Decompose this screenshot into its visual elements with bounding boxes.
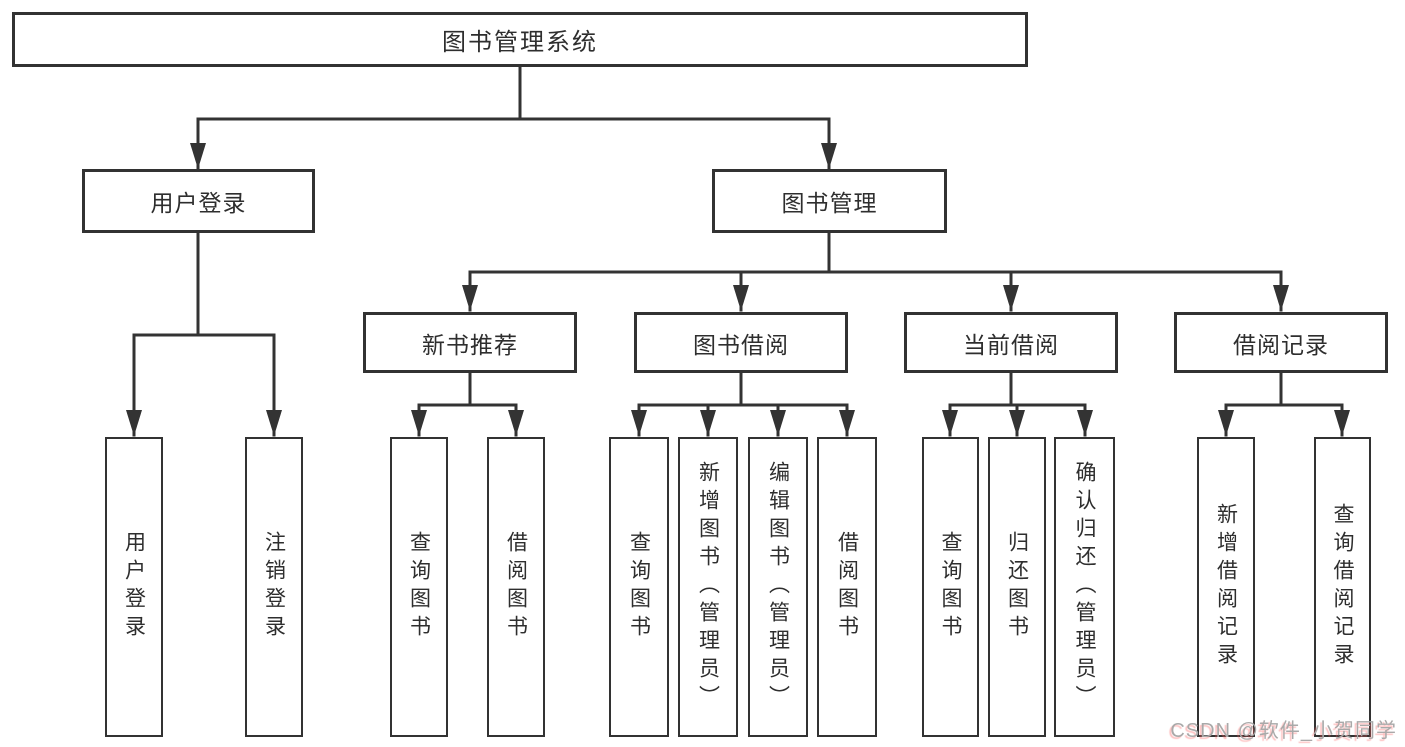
node-current-borrow: 当前借阅 bbox=[904, 312, 1118, 373]
leaf-query-borrow-record: 查询借阅记录 bbox=[1314, 437, 1371, 737]
leaf-add-book-admin-label: 新增图书（管理员） bbox=[696, 461, 720, 713]
leaf-edit-book-admin: 编辑图书（管理员） bbox=[748, 437, 808, 737]
node-book-borrow-label: 图书借阅 bbox=[693, 331, 789, 358]
leaf-confirm-return-admin-label: 确认归还（管理员） bbox=[1073, 461, 1096, 713]
node-book-management: 图书管理 bbox=[712, 169, 947, 233]
leaf-query-borrow-record-label: 查询借阅记录 bbox=[1331, 503, 1354, 671]
leaf-return-book-label: 归还图书 bbox=[1005, 531, 1029, 643]
node-user-login-label: 用户登录 bbox=[150, 190, 247, 216]
leaf-logout-login: 注销登录 bbox=[245, 437, 303, 737]
leaf-current-query-book: 查询图书 bbox=[922, 437, 979, 737]
leaf-borrow-book: 借阅图书 bbox=[817, 437, 877, 737]
node-user-login: 用户登录 bbox=[82, 169, 315, 233]
leaf-borrow-book-label: 借阅图书 bbox=[835, 531, 859, 643]
node-current-borrow-label: 当前借阅 bbox=[963, 331, 1059, 358]
leaf-recommend-borrow-book-label: 借阅图书 bbox=[504, 531, 528, 643]
node-new-book-recommend-label: 新书推荐 bbox=[422, 331, 518, 358]
node-new-book-recommend: 新书推荐 bbox=[363, 312, 577, 373]
leaf-user-login-label: 用户登录 bbox=[122, 531, 146, 643]
leaf-recommend-query-book: 查询图书 bbox=[390, 437, 448, 737]
leaf-confirm-return-admin: 确认归还（管理员） bbox=[1054, 437, 1115, 737]
node-book-borrow: 图书借阅 bbox=[634, 312, 848, 373]
csdn-watermark: CSDN @软件_小贺同学 bbox=[1170, 720, 1397, 742]
leaf-add-borrow-record: 新增借阅记录 bbox=[1197, 437, 1255, 737]
leaf-add-borrow-record-label: 新增借阅记录 bbox=[1214, 503, 1238, 671]
leaf-logout-login-label: 注销登录 bbox=[262, 531, 286, 643]
leaf-return-book: 归还图书 bbox=[988, 437, 1046, 737]
node-borrow-records: 借阅记录 bbox=[1174, 312, 1388, 373]
leaf-recommend-query-book-label: 查询图书 bbox=[407, 531, 431, 643]
leaf-recommend-borrow-book: 借阅图书 bbox=[487, 437, 545, 737]
leaf-current-query-book-label: 查询图书 bbox=[939, 531, 962, 643]
node-root-label: 图书管理系统 bbox=[442, 29, 598, 56]
node-borrow-records-label: 借阅记录 bbox=[1233, 331, 1329, 358]
leaf-add-book-admin: 新增图书（管理员） bbox=[678, 437, 738, 737]
leaf-borrow-query-book: 查询图书 bbox=[609, 437, 669, 737]
leaf-edit-book-admin-label: 编辑图书（管理员） bbox=[766, 461, 790, 713]
node-book-management-label: 图书管理 bbox=[781, 190, 878, 216]
leaf-user-login: 用户登录 bbox=[105, 437, 163, 737]
leaf-borrow-query-book-label: 查询图书 bbox=[627, 531, 651, 643]
node-root-library-system: 图书管理系统 bbox=[12, 12, 1028, 67]
